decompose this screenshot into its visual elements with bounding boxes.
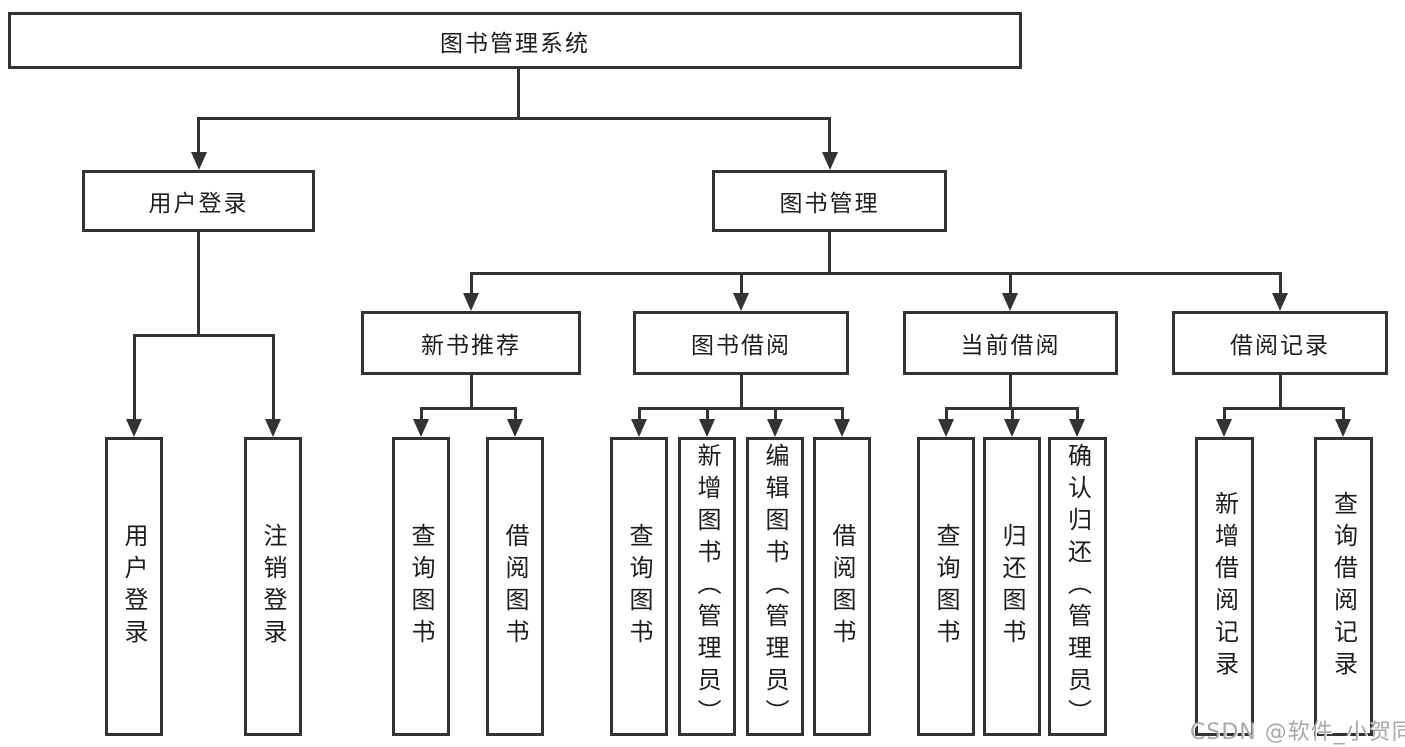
connector-stem [841, 407, 844, 421]
arrow-down-icon [767, 419, 783, 437]
arrow-down-icon [1004, 419, 1020, 437]
connector-trunk [470, 375, 473, 409]
node-user-login: 用户登录 [82, 170, 315, 232]
leaf-label: 确认归还（管理员） [1063, 442, 1092, 731]
connector-stem [1011, 407, 1014, 421]
arrow-down-icon [463, 293, 479, 311]
leaf-recommend-query-books: 查询图书 [392, 437, 450, 736]
node-current-borrow-label: 当前借阅 [960, 333, 1061, 359]
leaf-records-query-record: 查询借阅记录 [1314, 437, 1373, 736]
node-new-book-recommend: 新书推荐 [361, 311, 581, 375]
connector-stem [470, 272, 473, 295]
leaf-borrow-query-books: 查询图书 [610, 437, 668, 736]
connector-mgmt-crossbar [470, 272, 1282, 275]
arrow-down-icon [1069, 419, 1085, 437]
leaf-current-confirm-return-admin: 确认归还（管理员） [1048, 437, 1107, 736]
leaf-label: 新增图书（管理员） [693, 442, 721, 731]
node-book-mgmt-label: 图书管理 [779, 191, 880, 217]
connector-stem [133, 334, 136, 421]
arrow-down-icon [1335, 419, 1351, 437]
leaf-label: 用户登录 [120, 522, 148, 651]
arrow-down-icon [699, 419, 715, 437]
connector-trunk [740, 375, 743, 409]
arrow-down-icon [1216, 419, 1232, 437]
connector-trunk [1009, 375, 1012, 409]
leaf-borrow-edit-books-admin: 编辑图书（管理员） [746, 437, 804, 736]
arrow-down-icon [413, 419, 429, 437]
arrow-down-icon [938, 419, 954, 437]
leaf-borrow-add-books-admin: 新增图书（管理员） [678, 437, 736, 736]
leaf-label: 归还图书 [998, 522, 1026, 651]
node-book-borrow-label: 图书借阅 [691, 333, 791, 359]
node-new-book-recommend-label: 新书推荐 [421, 333, 521, 359]
arrow-down-icon [507, 419, 523, 437]
leaf-current-return-books: 归还图书 [983, 437, 1041, 736]
arrow-down-icon [126, 419, 142, 437]
arrow-down-icon [265, 419, 281, 437]
node-current-borrow: 当前借阅 [903, 311, 1118, 375]
node-borrow-records: 借阅记录 [1172, 311, 1388, 375]
connector-stem [1342, 407, 1345, 421]
connector-login-crossbar [133, 334, 275, 337]
connector-stem [740, 272, 743, 295]
leaf-label: 编辑图书（管理员） [761, 442, 789, 731]
connector-root-crossbar [197, 117, 831, 120]
node-root: 图书管理系统 [8, 12, 1022, 69]
leaf-label: 查询图书 [407, 522, 435, 651]
node-book-borrow: 图书借阅 [633, 311, 849, 375]
leaf-label: 查询图书 [932, 522, 960, 651]
connector-stem [1009, 272, 1012, 295]
connector-stem [945, 407, 948, 421]
connector-crossbar [1223, 407, 1345, 410]
leaf-label: 查询图书 [625, 522, 653, 651]
watermark: CSDN @软件_小贺同学 [1190, 720, 1405, 745]
node-root-label: 图书管理系统 [440, 30, 590, 57]
connector-mgmt-trunk [828, 232, 831, 273]
connector-root-trunk [517, 69, 520, 119]
leaf-logout: 注销登录 [244, 437, 302, 736]
connector-stem [420, 407, 423, 421]
connector-crossbar [638, 407, 844, 410]
arrow-down-icon [733, 293, 749, 311]
connector-stem [514, 407, 517, 421]
connector-stem-user-login [197, 117, 200, 154]
connector-crossbar [420, 407, 517, 410]
leaf-label: 借阅图书 [828, 522, 856, 651]
connector-stem [774, 407, 777, 421]
arrow-down-icon [191, 152, 207, 170]
arrow-down-icon [1002, 293, 1018, 311]
leaf-user-login: 用户登录 [105, 437, 163, 736]
leaf-label: 借阅图书 [501, 522, 529, 651]
leaf-current-query-books: 查询图书 [917, 437, 975, 736]
node-user-login-label: 用户登录 [148, 191, 249, 217]
connector-trunk [1279, 375, 1282, 409]
leaf-recommend-borrow-books: 借阅图书 [486, 437, 544, 736]
leaf-label: 查询借阅记录 [1329, 490, 1358, 683]
connector-stem [638, 407, 641, 421]
arrow-down-icon [1272, 293, 1288, 311]
node-book-mgmt: 图书管理 [712, 170, 947, 232]
connector-stem-book-mgmt [828, 117, 831, 154]
connector-stem [706, 407, 709, 421]
leaf-label: 新增借阅记录 [1210, 490, 1239, 683]
connector-login-trunk [197, 232, 200, 336]
connector-stem [1223, 407, 1226, 421]
connector-stem [1076, 407, 1079, 421]
connector-stem [1279, 272, 1282, 295]
connector-stem [272, 334, 275, 421]
leaf-borrow-borrow-books: 借阅图书 [813, 437, 871, 736]
arrow-down-icon [822, 152, 838, 170]
leaf-label: 注销登录 [259, 522, 287, 651]
arrow-down-icon [631, 419, 647, 437]
leaf-records-add-record: 新增借阅记录 [1195, 437, 1254, 736]
node-borrow-records-label: 借阅记录 [1230, 333, 1330, 359]
arrow-down-icon [834, 419, 850, 437]
